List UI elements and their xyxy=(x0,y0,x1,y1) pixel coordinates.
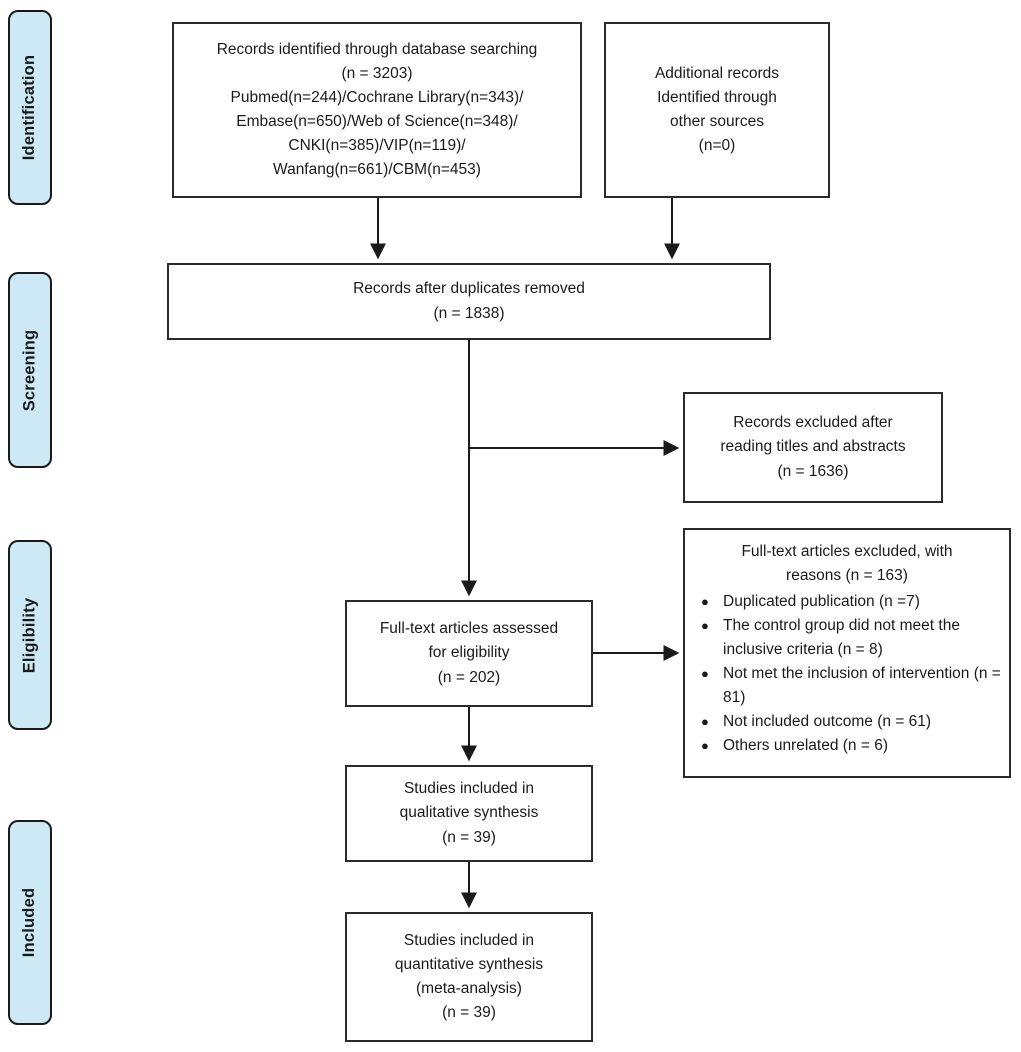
exclusion-reasons-list: ● Duplicated publication (n =7) ● The co… xyxy=(685,590,1009,758)
list-item: ● The control group did not meet the inc… xyxy=(685,614,1009,662)
bullet-icon: ● xyxy=(701,618,709,634)
stage-label-text: Eligibility xyxy=(20,597,39,673)
box-records-excluded-text: Records excluded after reading titles an… xyxy=(720,414,906,480)
box-after-duplicates: Records after duplicates removed (n = 18… xyxy=(167,263,771,340)
stage-label-identification: Identification xyxy=(8,10,52,205)
stage-label-text: Included xyxy=(20,887,39,958)
reason-text: The control group did not meet the inclu… xyxy=(723,617,960,659)
list-item: ● Others unrelated (n = 6) xyxy=(685,734,1009,758)
box-records-identified-text: Records identified through database sear… xyxy=(216,40,538,179)
box-fulltext-excluded: Full-text articles excluded, with reason… xyxy=(683,528,1011,778)
box-records-identified: Records identified through database sear… xyxy=(172,22,582,198)
stage-label-included: Included xyxy=(8,820,52,1025)
list-item: ● Not included outcome (n = 61) xyxy=(685,710,1009,734)
box-quantitative-synthesis: Studies included in quantitative synthes… xyxy=(345,912,593,1042)
stage-label-text: Screening xyxy=(20,329,39,411)
box-qualitative-text: Studies included in qualitative synthesi… xyxy=(399,780,539,846)
box-quantitative-text: Studies included in quantitative synthes… xyxy=(394,931,544,1022)
bullet-icon: ● xyxy=(701,738,709,754)
box-qualitative-synthesis: Studies included in qualitative synthesi… xyxy=(345,765,593,862)
stage-label-screening: Screening xyxy=(8,272,52,468)
stage-label-text: Identification xyxy=(20,54,39,161)
box-additional-records: Additional records Identified through ot… xyxy=(604,22,830,198)
reason-text: Not met the inclusion of intervention (n… xyxy=(723,665,1001,707)
box-fulltext-assessed-text: Full-text articles assessed for eligibil… xyxy=(379,620,559,686)
bullet-icon: ● xyxy=(701,666,709,682)
list-item: ● Not met the inclusion of intervention … xyxy=(685,662,1009,710)
box-fulltext-excluded-title: Full-text articles excluded, with reason… xyxy=(741,543,953,585)
bullet-icon: ● xyxy=(701,594,709,610)
reason-text: Duplicated publication (n =7) xyxy=(723,593,920,611)
list-item: ● Duplicated publication (n =7) xyxy=(685,590,1009,614)
reason-text: Not included outcome (n = 61) xyxy=(723,713,932,731)
bullet-icon: ● xyxy=(701,714,709,730)
box-additional-records-text: Additional records Identified through ot… xyxy=(654,64,780,155)
box-fulltext-assessed: Full-text articles assessed for eligibil… xyxy=(345,600,593,707)
reason-text: Others unrelated (n = 6) xyxy=(723,737,888,755)
box-after-duplicates-text: Records after duplicates removed (n = 18… xyxy=(353,280,585,322)
stage-label-eligibility: Eligibility xyxy=(8,540,52,730)
box-records-excluded-titles-abstracts: Records excluded after reading titles an… xyxy=(683,392,943,503)
